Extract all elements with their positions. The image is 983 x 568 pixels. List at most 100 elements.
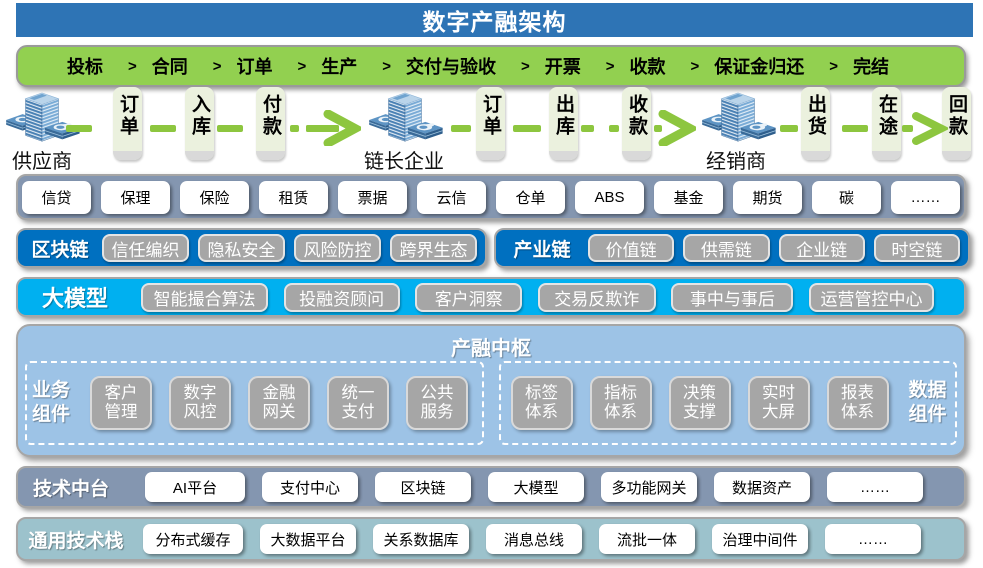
financial-product-pill: 云信 bbox=[417, 180, 486, 214]
industry-chain-item: 企业链 bbox=[778, 234, 865, 262]
flow-dash bbox=[780, 125, 798, 132]
flow-dash bbox=[842, 125, 868, 132]
industry-chain-item: 价值链 bbox=[588, 234, 675, 262]
flow-arrow-icon bbox=[658, 110, 696, 146]
process-step-separator: > bbox=[521, 57, 530, 75]
financial-product-pill: 碳 bbox=[812, 180, 881, 214]
tech-stack-item: 大数据平台 bbox=[260, 524, 356, 554]
data-component: 指标体系 bbox=[589, 376, 652, 430]
financial-product-pill: 租赁 bbox=[259, 180, 328, 214]
title-bar: 数字产融架构 bbox=[16, 3, 973, 37]
tech-platform-item: 数据资产 bbox=[714, 472, 810, 502]
flow-tag-shipment: 出货 bbox=[801, 87, 830, 160]
process-step-separator: > bbox=[829, 57, 839, 75]
tech-platform-item: …… bbox=[827, 472, 923, 502]
tag-base bbox=[942, 151, 971, 160]
process-bar: 投标>合同>订单>生产>交付与验收>开票>收款>保证金归还>完结 bbox=[16, 45, 966, 87]
tag-base bbox=[622, 151, 651, 160]
industry-chain-band: 产业链 价值链 供需链 企业链 时空链 bbox=[494, 228, 970, 268]
tech-platform-band: 技术中台 AI平台支付中心区块链大模型多功能网关数据资产…… bbox=[16, 466, 966, 508]
tech-stack-item: 分布式缓存 bbox=[143, 524, 243, 554]
blockchain-item: 风险防控 bbox=[294, 234, 381, 262]
supplier-building-icon bbox=[3, 89, 81, 149]
chain-leader-building-icon bbox=[366, 89, 444, 149]
flow-dash bbox=[451, 125, 471, 132]
business-components-group: 业务组件 客户管理 数字风控 金融网关 统一支付 公共服务 bbox=[25, 361, 484, 445]
tech-stack-item: …… bbox=[825, 524, 921, 554]
flow-tag-repayment: 回款 bbox=[942, 87, 971, 160]
blockchain-item: 信任编织 bbox=[102, 234, 189, 262]
tech-platform-item: 支付中心 bbox=[262, 472, 358, 502]
big-model-item: 投融资顾问 bbox=[283, 282, 400, 312]
big-model-label: 大模型 bbox=[41, 286, 108, 311]
tech-platform-item: 区块链 bbox=[375, 472, 471, 502]
business-component: 公共服务 bbox=[406, 376, 468, 430]
finance-hub-title: 产融中枢 bbox=[451, 338, 531, 360]
data-component: 报表体系 bbox=[826, 376, 889, 430]
financial-product-pill: 期货 bbox=[733, 180, 802, 214]
industry-chain-item: 供需链 bbox=[683, 234, 770, 262]
process-step: 保证金归还 bbox=[714, 57, 805, 77]
process-step: 投标 bbox=[66, 57, 103, 77]
data-component: 实时大屏 bbox=[747, 376, 810, 430]
blockchain-item: 隐私安全 bbox=[198, 234, 285, 262]
big-model-item: 客户洞察 bbox=[415, 282, 523, 312]
business-component: 数字风控 bbox=[169, 376, 231, 430]
tech-stack-band: 通用技术栈 分布式缓存大数据平台关系数据库消息总线流批一体治理中间件…… bbox=[16, 517, 966, 561]
flow-tag-collection: 收款 bbox=[622, 87, 651, 160]
flow-dash bbox=[902, 125, 913, 132]
supplier-label: 供应商 bbox=[12, 151, 72, 173]
financial-product-pill: 保理 bbox=[101, 180, 170, 214]
tech-platform-item: AI平台 bbox=[145, 472, 245, 502]
process-step-separator: > bbox=[127, 57, 137, 75]
flow-dash bbox=[513, 125, 541, 132]
process-step: 完结 bbox=[853, 57, 890, 77]
tag-base bbox=[113, 151, 142, 160]
flow-tag-outbound: 出库 bbox=[549, 87, 578, 160]
process-step: 合同 bbox=[151, 57, 188, 77]
flow-dash bbox=[581, 125, 594, 132]
financial-product-pill: 信贷 bbox=[22, 180, 91, 214]
finance-hub-panel: 产融中枢 业务组件 客户管理 数字风控 金融网关 统一支付 公共服务 标签体系 … bbox=[16, 324, 966, 457]
big-model-band: 大模型 智能撮合算法投融资顾问客户洞察交易反欺诈事中与事后运营管控中心 bbox=[16, 277, 966, 317]
tag-base bbox=[801, 151, 830, 160]
blockchain-label: 区块链 bbox=[31, 239, 89, 261]
tech-platform-label: 技术中台 bbox=[32, 478, 109, 500]
blockchain-item: 跨界生态 bbox=[390, 234, 477, 262]
financial-product-pill: …… bbox=[891, 180, 960, 214]
distributor-label: 经销商 bbox=[706, 151, 766, 173]
business-component: 金融网关 bbox=[248, 376, 310, 430]
big-model-item: 交易反欺诈 bbox=[537, 282, 656, 312]
supply-chain-flow: 供应商 链长企业 经销商 订单 入库 付款 订单 出库 收款 出货 在途 回款 bbox=[0, 87, 983, 173]
tech-stack-item: 消息总线 bbox=[486, 524, 582, 554]
tech-stack-label: 通用技术栈 bbox=[28, 530, 124, 552]
flow-tag-payment: 付款 bbox=[256, 87, 285, 160]
big-model-items: 智能撮合算法投融资顾问客户洞察交易反欺诈事中与事后运营管控中心 bbox=[141, 282, 934, 312]
financial-product-pill: 保险 bbox=[180, 180, 249, 214]
process-step: 开票 bbox=[544, 57, 581, 77]
flow-dash bbox=[609, 125, 619, 132]
financial-product-pill: 仓单 bbox=[496, 180, 565, 214]
process-step-separator: > bbox=[605, 57, 615, 75]
business-components-label: 业务组件 bbox=[31, 380, 70, 425]
process-step: 订单 bbox=[236, 57, 273, 77]
business-component: 统一支付 bbox=[327, 376, 389, 430]
flow-dash bbox=[150, 125, 176, 132]
flow-dash bbox=[66, 125, 92, 132]
distributor-building-icon bbox=[699, 89, 777, 149]
tech-stack-item: 治理中间件 bbox=[712, 524, 808, 554]
data-component: 标签体系 bbox=[510, 376, 573, 430]
tech-stack-item: 流批一体 bbox=[599, 524, 695, 554]
tag-base bbox=[256, 151, 285, 160]
tag-base bbox=[549, 151, 578, 160]
industry-chain-item: 时空链 bbox=[873, 234, 960, 262]
process-step-separator: > bbox=[690, 57, 700, 75]
big-model-item: 智能撮合算法 bbox=[141, 282, 268, 312]
flow-dash bbox=[290, 125, 299, 132]
tech-platform-items: AI平台支付中心区块链大模型多功能网关数据资产…… bbox=[145, 472, 964, 502]
process-step-separator: > bbox=[382, 57, 391, 75]
blockchain-band: 区块链 信任编织 隐私安全 风险防控 跨界生态 bbox=[16, 228, 487, 268]
financial-product-pill: 票据 bbox=[338, 180, 407, 214]
tag-base bbox=[476, 151, 505, 160]
